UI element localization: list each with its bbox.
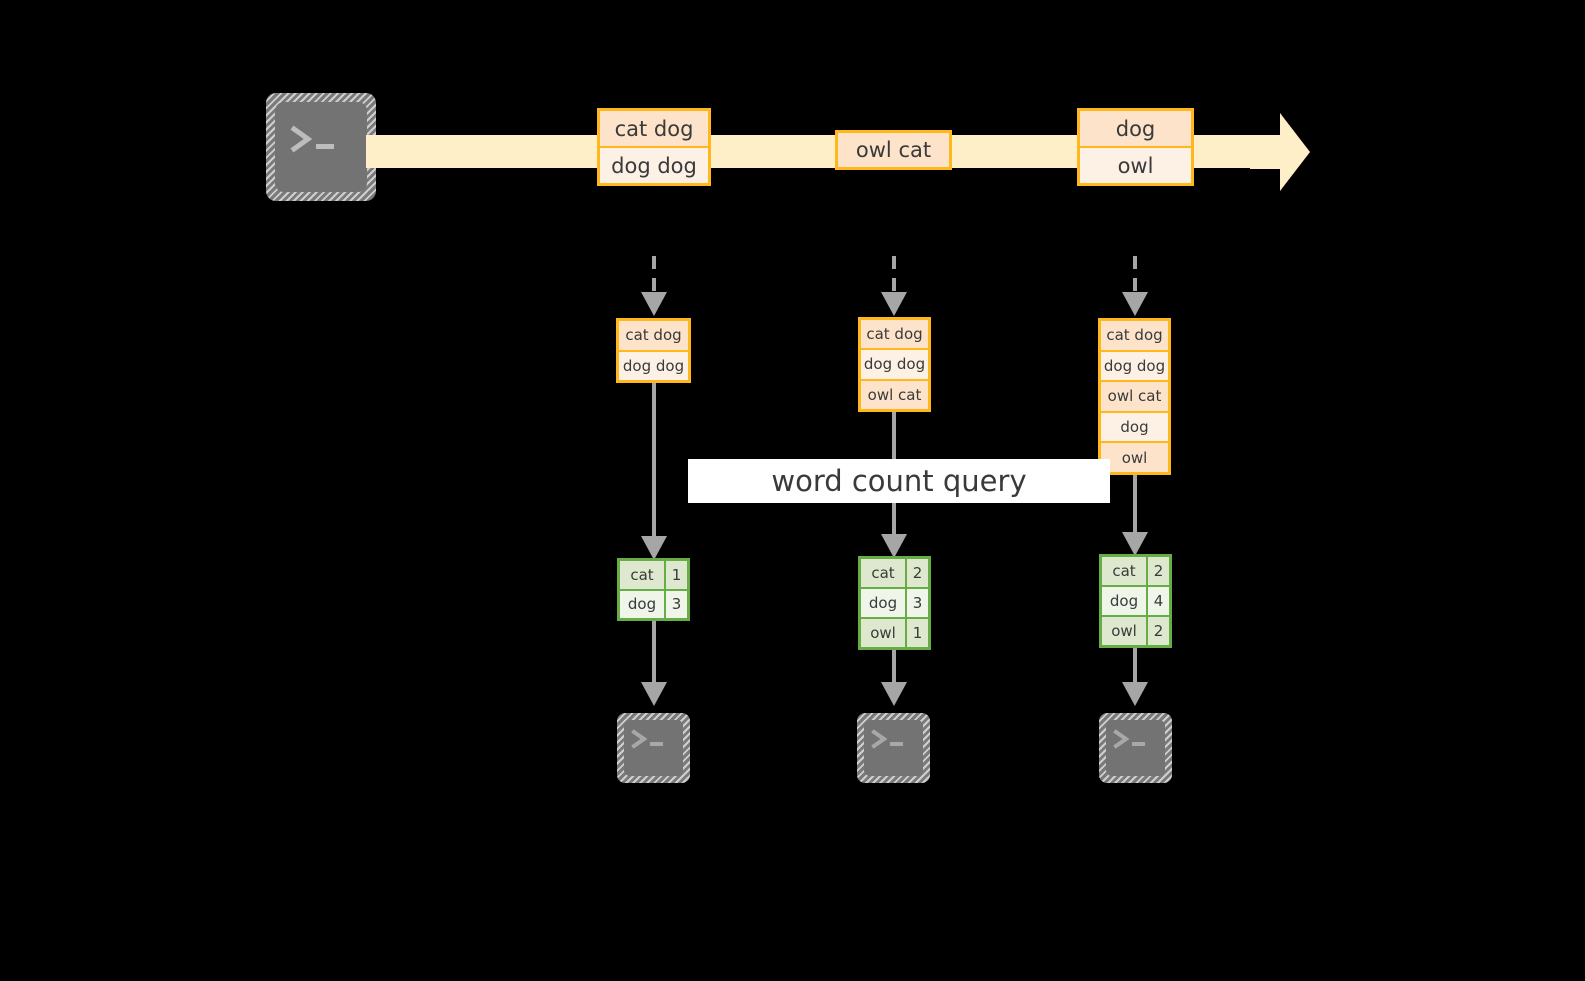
record-line: owl <box>1101 443 1168 472</box>
word-cell: cat <box>861 559 907 587</box>
result-table-2[interactable]: cat 2 dog 3 owl 1 <box>858 556 931 650</box>
table-row: cat 1 <box>620 561 687 591</box>
event-line: owl cat <box>838 133 949 167</box>
record-line: dog dog <box>861 350 928 381</box>
query-label-text: word count query <box>771 464 1027 498</box>
word-cell: owl <box>861 619 907 647</box>
record-line: cat dog <box>1101 321 1168 352</box>
accumulated-records-1[interactable]: cat dog dog dog <box>616 318 691 383</box>
count-cell: 2 <box>1148 557 1169 585</box>
snapshot-trigger-arrow-1 <box>652 256 656 294</box>
record-line: owl cat <box>1101 382 1168 413</box>
query-label-banner: word count query <box>688 459 1110 503</box>
word-cell: owl <box>1102 617 1148 645</box>
event-line: owl <box>1080 148 1191 183</box>
word-cell: dog <box>620 590 666 618</box>
record-line: cat dog <box>619 321 688 352</box>
result-sink-arrow-1 <box>652 621 656 686</box>
count-cell: 1 <box>907 619 928 647</box>
arrowhead-icon <box>641 292 667 316</box>
stream-arrowhead-icon <box>1250 113 1310 191</box>
record-line: owl cat <box>861 380 928 409</box>
table-row: dog 4 <box>1102 587 1169 617</box>
record-line: cat dog <box>861 320 928 351</box>
word-cell: dog <box>1102 587 1148 615</box>
word-cell: dog <box>861 589 907 617</box>
count-cell: 3 <box>907 589 928 617</box>
sink-terminal-icon-2 <box>857 713 930 783</box>
accumulated-records-2[interactable]: cat dog dog dog owl cat <box>858 317 931 412</box>
count-cell: 1 <box>666 561 687 589</box>
table-row: owl 1 <box>861 619 928 647</box>
arrowhead-icon <box>881 292 907 316</box>
event-line: cat dog <box>600 111 708 148</box>
table-row: dog 3 <box>861 589 928 619</box>
arrowhead-icon <box>1122 682 1148 706</box>
table-row: owl 2 <box>1102 617 1169 645</box>
count-cell: 4 <box>1148 587 1169 615</box>
stream-event-2[interactable]: owl cat <box>835 130 952 170</box>
record-line: dog dog <box>1101 351 1168 383</box>
stream-event-1[interactable]: cat dog dog dog <box>597 108 711 186</box>
count-cell: 3 <box>666 590 687 618</box>
result-sink-arrow-3 <box>1133 648 1137 686</box>
query-flow-arrow-1 <box>652 383 656 543</box>
arrowhead-icon <box>1122 532 1148 556</box>
word-cell: cat <box>620 561 666 589</box>
result-table-1[interactable]: cat 1 dog 3 <box>617 558 690 621</box>
event-line: dog dog <box>600 148 708 183</box>
count-cell: 2 <box>907 559 928 587</box>
sink-terminal-icon-3 <box>1099 713 1172 783</box>
word-cell: cat <box>1102 557 1148 585</box>
table-row: cat 2 <box>861 559 928 589</box>
query-flow-arrow-3 <box>1133 475 1137 538</box>
accumulated-records-3[interactable]: cat dog dog dog owl cat dog owl <box>1098 318 1171 475</box>
record-line: dog dog <box>619 351 688 380</box>
table-row: dog 3 <box>620 590 687 618</box>
arrowhead-icon <box>641 536 667 560</box>
event-line: dog <box>1080 111 1191 148</box>
snapshot-trigger-arrow-3 <box>1133 256 1137 294</box>
record-line: dog <box>1101 412 1168 444</box>
stream-event-3[interactable]: dog owl <box>1077 108 1194 186</box>
result-table-3[interactable]: cat 2 dog 4 owl 2 <box>1099 554 1172 648</box>
sink-terminal-icon-1 <box>617 713 690 783</box>
count-cell: 2 <box>1148 617 1169 645</box>
arrowhead-icon <box>1122 292 1148 316</box>
snapshot-trigger-arrow-2 <box>892 256 896 294</box>
arrowhead-icon <box>641 682 667 706</box>
arrowhead-icon <box>881 534 907 558</box>
arrowhead-icon <box>881 682 907 706</box>
table-row: cat 2 <box>1102 557 1169 587</box>
source-terminal-icon <box>266 93 376 201</box>
result-sink-arrow-2 <box>892 650 896 686</box>
